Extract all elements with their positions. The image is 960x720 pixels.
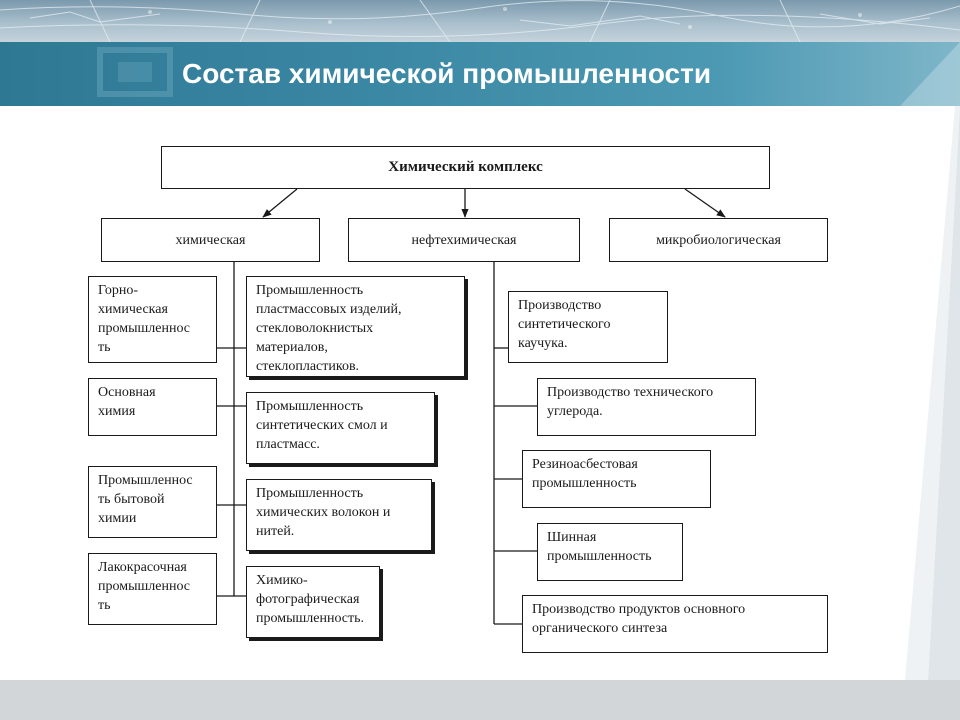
branch-chemical: химическая <box>101 218 320 262</box>
branch-petrochemical-label: нефтехимическая <box>411 232 517 248</box>
connector-lines <box>217 188 726 625</box>
arrow-to-microbiological <box>684 188 726 218</box>
chemical-left-node: Основная химия <box>88 378 217 436</box>
petrochemical-node: Производство технического углерода. <box>537 378 756 436</box>
chemical-left-node: Лакокрасочная промышленнос ть <box>88 553 217 625</box>
branch-chemical-label: химическая <box>175 232 246 248</box>
chemical-right-node: Промышленность пластмассовых изделий, ст… <box>246 276 465 377</box>
chemical-right-node: Промышленность синтетических смол и плас… <box>246 392 435 464</box>
petrochemical-node: Производство синтетического каучука. <box>508 291 668 363</box>
petrochemical-node: Производство продуктов основного органич… <box>522 595 828 653</box>
chemical-left-node: Промышленнос ть бытовой химии <box>88 466 217 538</box>
petrochemical-node: Шинная промышленность <box>537 523 683 581</box>
title-bar-decoration <box>97 42 960 106</box>
branch-microbiological: микробиологическая <box>609 218 828 262</box>
petrochemical-node: Резиноасбестовая промышленность <box>522 450 711 508</box>
header-map-background <box>0 0 960 42</box>
branch-microbiological-label: микробиологическая <box>656 232 781 248</box>
slide-title: Состав химической промышленности <box>182 58 712 89</box>
branch-petrochemical: нефтехимическая <box>348 218 580 262</box>
chemical-right-node: Химико- фотографическая промышленность. <box>246 566 380 638</box>
chemical-left-node: Горно- химическая промышленнос ть <box>88 276 217 363</box>
title-bar: Состав химической промышленности <box>0 42 960 106</box>
diagram-canvas: Химический комплекс химическая нефтехими… <box>87 131 843 669</box>
arrow-to-chemical <box>262 188 298 218</box>
map-texture <box>0 0 960 42</box>
root-label: Химический комплекс <box>388 159 543 175</box>
chemical-right-node: Промышленность химических волокон и ните… <box>246 479 432 551</box>
root-node: Химический комплекс <box>161 146 770 189</box>
footer-bar <box>0 680 960 720</box>
